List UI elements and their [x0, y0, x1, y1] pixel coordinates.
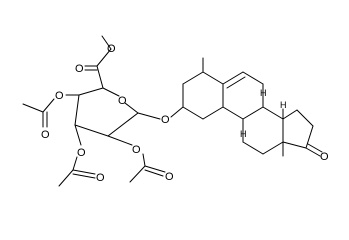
bond-oac2-carbonyl-c	[142, 153, 146, 167]
bond-c5-c6	[222, 71, 244, 85]
acetate-c3-carbonyl-oxygen-label: O	[96, 172, 105, 184]
bond-oac4-carbonyl-c	[42, 98, 55, 113]
atom-labels: O O O O O O O O O O O H H H	[41, 43, 329, 184]
bond-oac2-methyl	[129, 165, 146, 183]
glycosidic-oxygen-label: O	[161, 114, 170, 126]
bond-c15-c14	[282, 109, 298, 120]
molecule-drawing: O O O O O O O O O O O H H H	[22, 35, 329, 187]
bond-c3-c2	[74, 124, 109, 137]
steroid-skeleton	[182, 57, 323, 157]
bond-c8-c9	[242, 106, 264, 120]
bond-oac3-methyl	[58, 169, 74, 187]
bond-oac3-carbonyl	[72, 169, 96, 175]
bond-c6-methoxy-o	[96, 48, 112, 67]
bond-oac4-methyl	[22, 103, 44, 113]
bond-c2-oac-o	[107, 135, 133, 146]
bond-c9-c10	[222, 106, 244, 120]
bond-c3-oac-o	[74, 124, 82, 146]
bond-c16-c15	[296, 109, 314, 127]
bond-methoxy-o-methyl	[101, 35, 112, 50]
bond-oac3-carbonyl-double	[72, 173, 96, 179]
bond-c11-c12	[242, 141, 264, 155]
sugar-ring	[22, 35, 184, 187]
bond-c10-c1	[182, 71, 204, 85]
ring-oxygen-label: O	[118, 95, 127, 107]
ester-carbonyl-oxygen-label: O	[75, 63, 84, 75]
ester-methoxy-oxygen-label: O	[107, 43, 116, 55]
h8-label: H	[260, 88, 267, 98]
bond-c6-c7	[242, 71, 264, 85]
acetate-c4-carbonyl-oxygen-label: O	[41, 129, 50, 141]
bond-c5-c6	[96, 65, 104, 89]
chemical-structure-canvas: O O O O O O O O O O O H H H	[22, 35, 329, 187]
bond-oac2-carbonyl-double	[144, 169, 164, 177]
bond-c17-o-double	[307, 143, 323, 153]
bond-c17-c16	[305, 125, 314, 149]
bond-c2-c1	[107, 112, 139, 137]
bond-c14-c8	[262, 106, 284, 120]
acetate-c2-carbonyl-oxygen-label: O	[165, 171, 174, 183]
bond-oac3-carbonyl-c	[72, 156, 78, 171]
bond-c5-c10	[202, 71, 224, 85]
ketone-oxygen-label: O	[320, 151, 329, 163]
h9-label: H	[240, 129, 247, 139]
bond-o5-c5	[102, 87, 120, 97]
acetate-c4-ether-oxygen-label: O	[55, 90, 64, 102]
bond-c13-c17	[282, 141, 307, 149]
bond-c12-c13	[262, 141, 284, 155]
acetate-c3-ether-oxygen-label: O	[77, 147, 86, 159]
h14-label: H	[280, 100, 287, 110]
bond-c5-c4	[78, 87, 104, 96]
bond-glyco-o-c3steroid	[170, 106, 184, 118]
acetate-c2-ether-oxygen-label: O	[132, 144, 141, 156]
bond-c5-c6-double	[226, 76, 246, 89]
bond-c17-o	[305, 147, 321, 157]
bond-oac2-carbonyl	[144, 165, 166, 173]
bond-c2-c3	[182, 106, 204, 120]
bond-c1-o5	[124, 102, 139, 114]
bond-c4-c3	[74, 94, 80, 126]
bond-c1-glyco-o	[137, 112, 161, 120]
bond-c3-c4	[202, 106, 224, 120]
